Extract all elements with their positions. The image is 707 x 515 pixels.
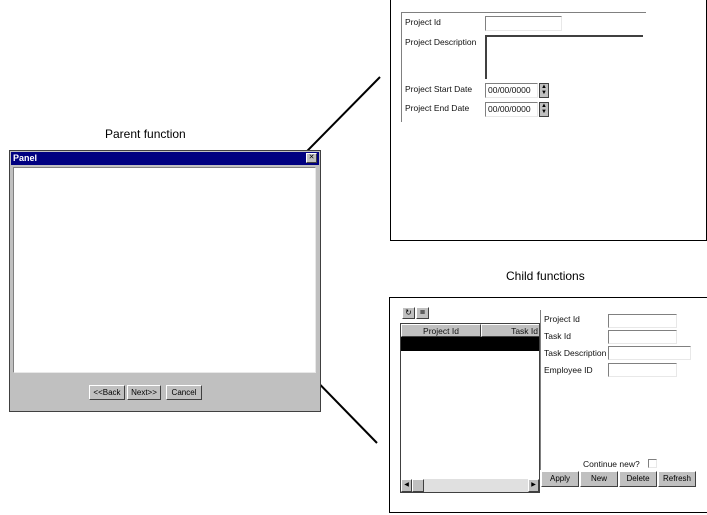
grid-column-header[interactable]: Project Id xyxy=(401,324,481,337)
panel-window: Panel ✕ <<Back Next>> Cancel xyxy=(9,150,321,412)
horizontal-scrollbar[interactable]: ◀ ▶ xyxy=(401,479,539,492)
task-grid: Project Id Task Id ◀ ▶ xyxy=(400,323,540,493)
refresh-icon[interactable]: ↻ xyxy=(402,307,415,319)
spin-up-icon[interactable]: ▲ xyxy=(541,84,547,90)
employee-id-input[interactable] xyxy=(608,363,677,377)
task-description-input[interactable] xyxy=(608,346,691,360)
panel-title: Panel xyxy=(13,153,38,163)
spin-up-icon[interactable]: ▲ xyxy=(541,103,547,109)
parent-function-caption: Parent function xyxy=(105,127,186,141)
scroll-thumb[interactable] xyxy=(412,479,424,492)
next-button[interactable]: Next>> xyxy=(127,385,161,400)
continue-new-label: Continue new? xyxy=(583,459,640,469)
project-id-label: Project Id xyxy=(405,17,441,27)
project-id-input[interactable] xyxy=(485,16,562,31)
project-end-date-label: Project End Date xyxy=(405,103,470,113)
spin-down-icon[interactable]: ▼ xyxy=(541,109,547,115)
task-description-label: Task Description xyxy=(544,348,607,358)
project-form-window: Project Id Project Description Project S… xyxy=(390,0,707,241)
start-date-spinner[interactable]: ▲▼ xyxy=(539,83,549,98)
close-icon[interactable]: ✕ xyxy=(306,153,317,163)
scroll-left-icon[interactable]: ◀ xyxy=(401,479,412,492)
grid-column-header[interactable]: Task Id xyxy=(481,324,539,337)
project-start-date-input[interactable]: 00/00/0000 xyxy=(485,83,538,98)
task-project-id-label: Project Id xyxy=(544,314,580,324)
end-date-spinner[interactable]: ▲▼ xyxy=(539,102,549,117)
project-end-date-input[interactable]: 00/00/0000 xyxy=(485,102,538,117)
task-id-label: Task Id xyxy=(544,331,571,341)
apply-button[interactable]: Apply xyxy=(541,471,579,487)
new-button[interactable]: New xyxy=(580,471,618,487)
project-description-input[interactable] xyxy=(485,35,643,79)
filter-icon[interactable]: ≣ xyxy=(416,307,429,319)
task-project-id-input[interactable] xyxy=(608,314,677,328)
panel-title-bar: Panel ✕ xyxy=(11,152,319,165)
project-start-date-label: Project Start Date xyxy=(405,84,473,94)
employee-id-label: Employee ID xyxy=(544,365,593,375)
project-form-frame xyxy=(401,12,646,122)
spin-down-icon[interactable]: ▼ xyxy=(541,90,547,96)
delete-button[interactable]: Delete xyxy=(619,471,657,487)
task-id-input[interactable] xyxy=(608,330,677,344)
back-button[interactable]: <<Back xyxy=(89,385,125,400)
cancel-button[interactable]: Cancel xyxy=(166,385,202,400)
scroll-right-icon[interactable]: ▶ xyxy=(528,479,539,492)
task-detail-frame xyxy=(540,310,698,470)
project-description-label: Project Description xyxy=(405,37,477,47)
child-functions-caption: Child functions xyxy=(506,269,585,283)
continue-new-checkbox[interactable] xyxy=(648,459,657,468)
table-row-selected[interactable] xyxy=(401,337,539,351)
panel-content-area xyxy=(13,167,316,373)
refresh-button[interactable]: Refresh xyxy=(658,471,696,487)
child-form-window: ↻ ≣ Project Id Task Id ◀ ▶ Project Id Ta… xyxy=(389,297,707,513)
